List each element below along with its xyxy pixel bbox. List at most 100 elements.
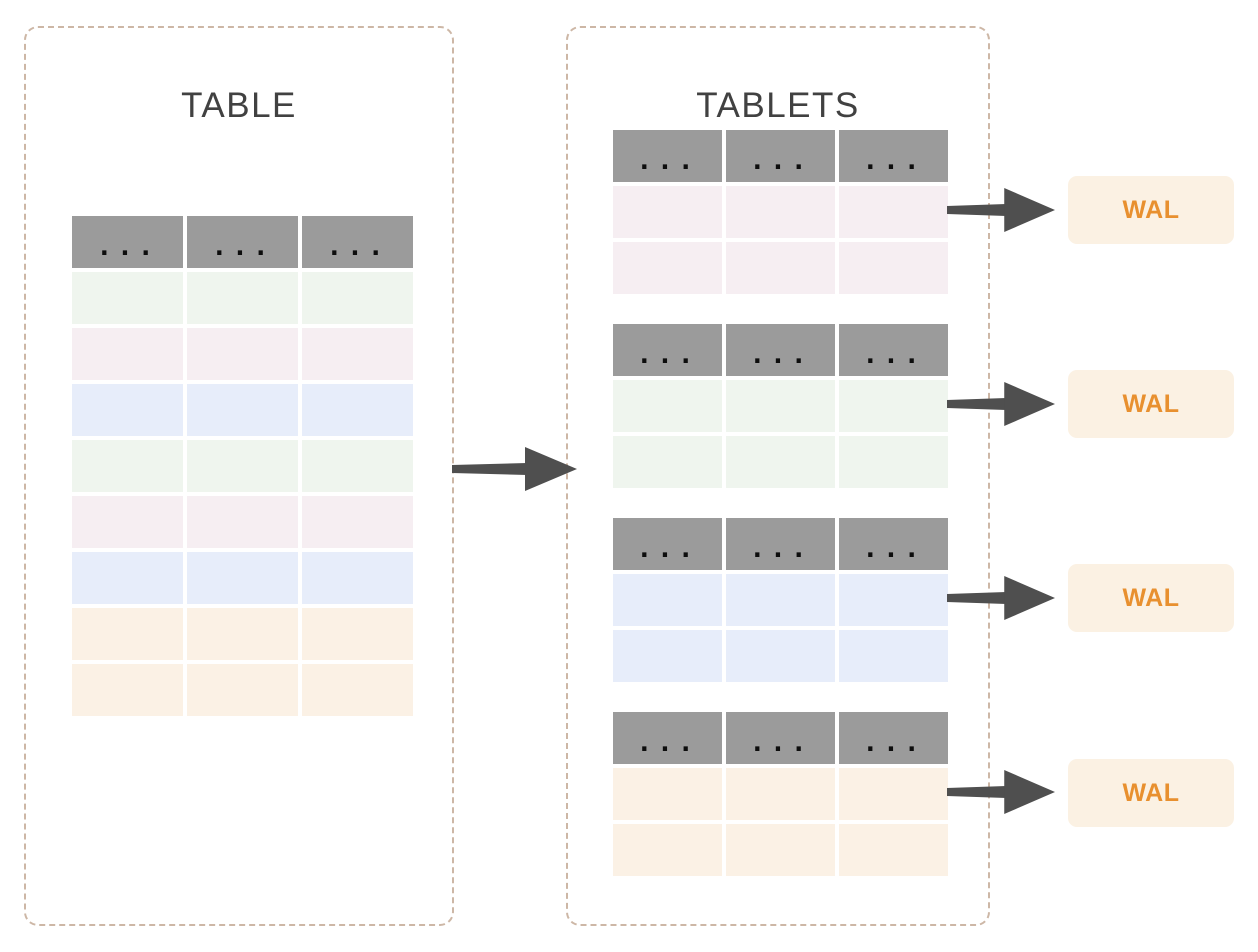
ellipsis-icon: ... — [636, 728, 699, 758]
ellipsis-icon: ... — [326, 232, 389, 262]
source-table-cell — [187, 328, 298, 380]
source-table: ......... — [72, 216, 413, 716]
source-table-cell — [72, 440, 183, 492]
tablet-1-header-row: ......... — [613, 130, 948, 182]
tablet-4-cell — [726, 824, 835, 876]
tablet-3-header-row: ......... — [613, 518, 948, 570]
source-table-cell — [302, 440, 413, 492]
wal-4[interactable]: WAL — [1068, 759, 1234, 827]
arrow-table-to-tablets — [452, 443, 577, 495]
source-table-cell — [187, 384, 298, 436]
tablet-1-cell — [726, 242, 835, 294]
tablet-1-cell — [839, 186, 948, 238]
source-table-cell — [72, 328, 183, 380]
tablet-4-header-row: ......... — [613, 712, 948, 764]
source-table-header-row: ......... — [72, 216, 413, 268]
ellipsis-icon: ... — [96, 232, 159, 262]
tablet-1-cell — [726, 186, 835, 238]
ellipsis-icon: ... — [636, 146, 699, 176]
source-table-cell — [302, 552, 413, 604]
tablet-3-cell — [726, 630, 835, 682]
arrow-tablet-1-to-wal-1 — [947, 184, 1055, 236]
ellipsis-icon: ... — [636, 534, 699, 564]
tablet-1-header-cell: ... — [839, 130, 948, 182]
ellipsis-icon: ... — [862, 146, 925, 176]
source-table-cell — [302, 664, 413, 716]
tablet-2-header-cell: ... — [839, 324, 948, 376]
source-table-cell — [187, 552, 298, 604]
source-table-cell — [187, 608, 298, 660]
tablet-3-header-cell: ... — [613, 518, 722, 570]
source-table-cell — [72, 272, 183, 324]
tablet-1-header-cell: ... — [726, 130, 835, 182]
source-table-cell — [187, 440, 298, 492]
tablet-4-cell — [613, 768, 722, 820]
tablet-2-cell — [613, 380, 722, 432]
tablet-1-row — [613, 186, 948, 238]
source-table-header-cell: ... — [302, 216, 413, 268]
tablet-2-header-cell: ... — [613, 324, 722, 376]
ellipsis-icon: ... — [749, 728, 812, 758]
tablet-4-row — [613, 768, 948, 820]
wal-1[interactable]: WAL — [1068, 176, 1234, 244]
ellipsis-icon: ... — [862, 534, 925, 564]
tablet-4-header-cell: ... — [839, 712, 948, 764]
tablet-4-row — [613, 824, 948, 876]
source-table-row — [72, 552, 413, 604]
tablet-2-cell — [613, 436, 722, 488]
source-table-row — [72, 496, 413, 548]
source-table-header-cell: ... — [187, 216, 298, 268]
source-table-row — [72, 328, 413, 380]
tablet-4-header-cell: ... — [613, 712, 722, 764]
source-table-row — [72, 664, 413, 716]
tablet-2-header-row: ......... — [613, 324, 948, 376]
tablet-1: ......... — [613, 130, 948, 294]
source-table-row — [72, 608, 413, 660]
tablet-3-header-cell: ... — [839, 518, 948, 570]
source-table-row — [72, 272, 413, 324]
tablet-2: ......... — [613, 324, 948, 488]
source-table-cell — [72, 664, 183, 716]
tablet-3-cell — [839, 574, 948, 626]
wal-3-label: WAL — [1122, 583, 1180, 612]
tablet-4-cell — [613, 824, 722, 876]
source-table-cell — [302, 384, 413, 436]
tablet-3: ......... — [613, 518, 948, 682]
source-table-row — [72, 440, 413, 492]
wal-3[interactable]: WAL — [1068, 564, 1234, 632]
tablet-4-cell — [726, 768, 835, 820]
source-table-cell — [302, 272, 413, 324]
tablet-4-cell — [839, 824, 948, 876]
tablet-2-header-cell: ... — [726, 324, 835, 376]
source-table-cell — [72, 384, 183, 436]
tablets-group — [566, 26, 990, 926]
wal-2-label: WAL — [1122, 389, 1180, 418]
tablet-4: ......... — [613, 712, 948, 876]
tablet-4-cell — [839, 768, 948, 820]
wal-2[interactable]: WAL — [1068, 370, 1234, 438]
tablets-group-title: TABLETS — [696, 86, 860, 125]
tablet-3-cell — [613, 630, 722, 682]
tablet-2-row — [613, 380, 948, 432]
tablet-2-cell — [726, 436, 835, 488]
tablet-3-header-cell: ... — [726, 518, 835, 570]
tablet-1-header-cell: ... — [613, 130, 722, 182]
table-group-title: TABLE — [181, 86, 297, 125]
tablet-3-row — [613, 574, 948, 626]
source-table-cell — [72, 608, 183, 660]
tablet-1-cell — [613, 186, 722, 238]
tablet-1-cell — [613, 242, 722, 294]
tablet-2-cell — [839, 436, 948, 488]
source-table-cell — [187, 496, 298, 548]
tablet-2-cell — [839, 380, 948, 432]
tablet-2-row — [613, 436, 948, 488]
tablet-2-cell — [726, 380, 835, 432]
ellipsis-icon: ... — [862, 340, 925, 370]
table-group — [24, 26, 454, 926]
ellipsis-icon: ... — [749, 340, 812, 370]
arrow-tablet-4-to-wal-4 — [947, 766, 1055, 818]
source-table-cell — [302, 496, 413, 548]
ellipsis-icon: ... — [749, 534, 812, 564]
ellipsis-icon: ... — [749, 146, 812, 176]
